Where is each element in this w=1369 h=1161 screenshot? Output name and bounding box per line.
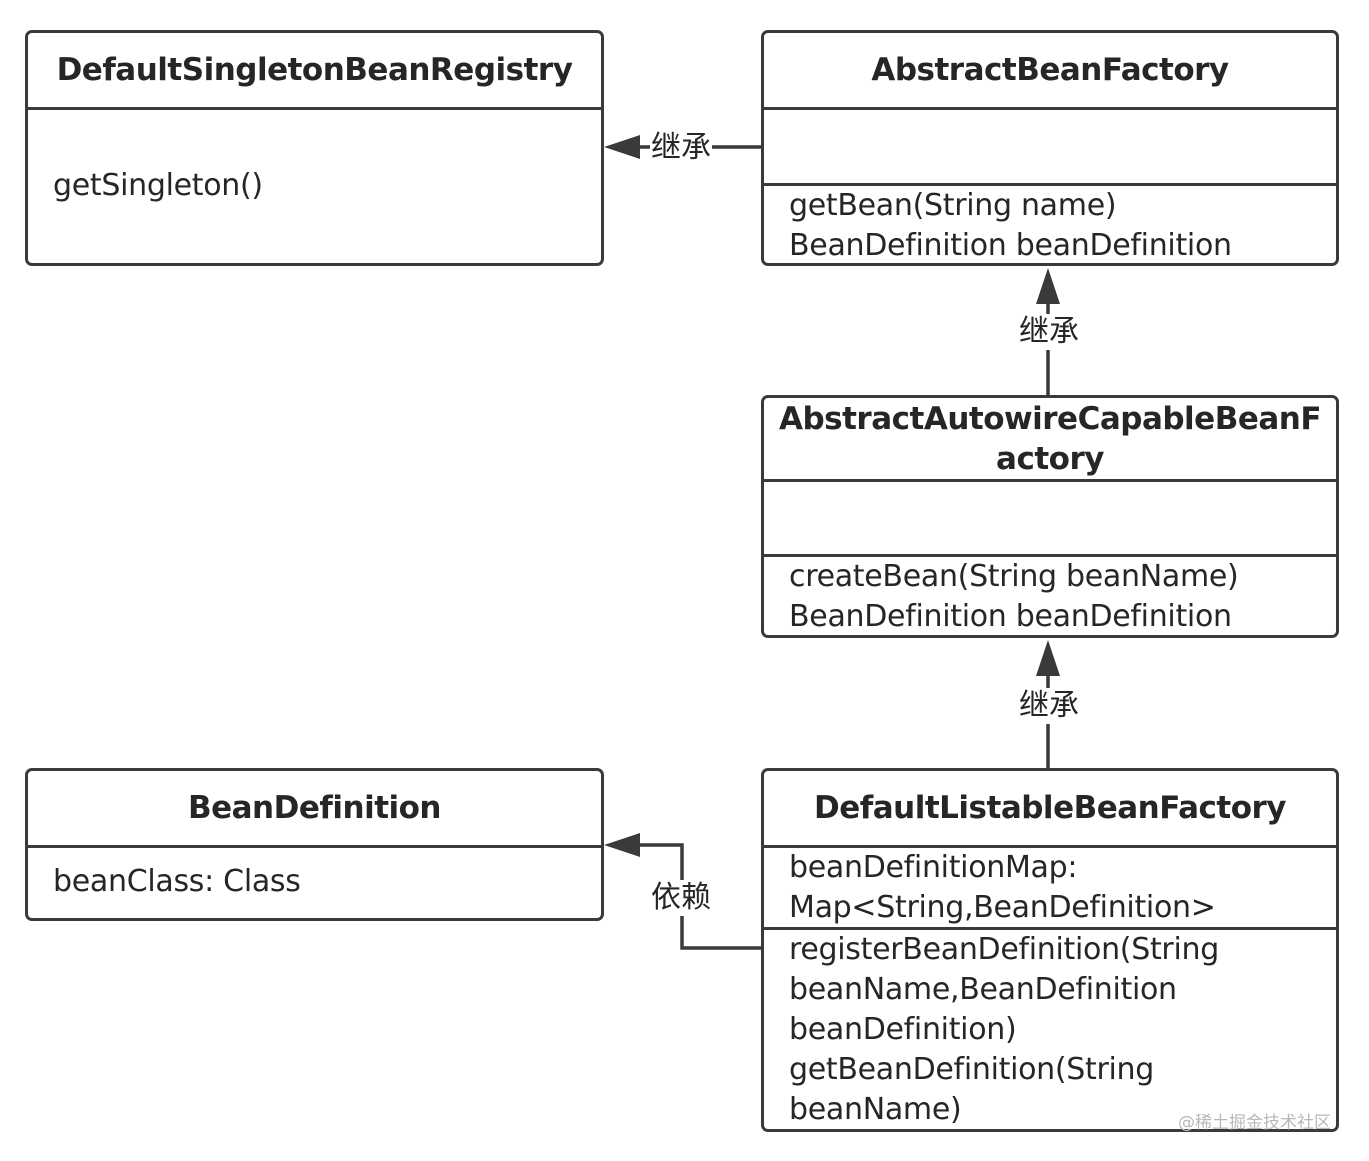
watermark: @稀土掘金技术社区 (1178, 1113, 1331, 1133)
method: createBean(String beanName) (789, 559, 1239, 594)
class-title: AbstractBeanFactory (764, 33, 1336, 110)
class-members: getSingleton() (28, 110, 601, 262)
method: beanName) (789, 1092, 962, 1127)
class-title: AbstractAutowireCapableBeanF actory (764, 398, 1336, 482)
class-attributes (764, 482, 1336, 557)
class-title: DefaultSingletonBeanRegistry (28, 33, 601, 110)
depend-arrow-1 (604, 833, 640, 857)
class-default-singleton-bean-registry: DefaultSingletonBeanRegistry getSingleto… (25, 30, 604, 266)
class-name: BeanDefinition (187, 790, 442, 826)
class-methods: getBean(String name) BeanDefinition bean… (764, 186, 1336, 263)
class-methods: registerBeanDefinition(String beanName,B… (764, 930, 1336, 1129)
class-name: DefaultSingletonBeanRegistry (56, 52, 573, 88)
method: getBeanDefinition(String (789, 1052, 1155, 1087)
method: beanName,BeanDefinition (789, 972, 1177, 1007)
class-name: AbstractBeanFactory (871, 52, 1229, 88)
class-title: DefaultListableBeanFactory (764, 771, 1336, 848)
class-name-line: actory (996, 440, 1104, 477)
class-default-listable-bean-factory: DefaultListableBeanFactory beanDefinitio… (761, 768, 1339, 1132)
method: beanDefinition) (789, 1012, 1017, 1047)
class-abstract-bean-factory: AbstractBeanFactory getBean(String name)… (761, 30, 1339, 266)
member: getSingleton() (53, 168, 263, 203)
class-methods: createBean(String beanName) BeanDefiniti… (764, 557, 1336, 634)
attribute: Map<String,BeanDefinition> (789, 890, 1216, 925)
inherit-label-3: 继承 (1018, 688, 1080, 724)
inherit-label-2: 继承 (1018, 314, 1080, 350)
inherit-arrow-3 (1036, 640, 1060, 676)
class-attributes (764, 110, 1336, 186)
method: getBean(String name) (789, 188, 1117, 223)
class-bean-definition: BeanDefinition beanClass: Class (25, 768, 604, 921)
class-name-line: AbstractAutowireCapableBeanF (778, 400, 1322, 437)
class-attributes: beanClass: Class (28, 848, 601, 918)
attribute: beanClass: Class (53, 864, 301, 899)
depend-label-1: 依赖 (650, 880, 712, 916)
inherit-arrow-1 (604, 135, 640, 159)
attribute: beanDefinitionMap: (789, 850, 1078, 885)
inherit-label-1: 继承 (650, 130, 712, 166)
method: registerBeanDefinition(String (789, 932, 1219, 967)
method: BeanDefinition beanDefinition (789, 599, 1232, 634)
class-attributes: beanDefinitionMap: Map<String,BeanDefini… (764, 848, 1336, 930)
class-name: DefaultListableBeanFactory (814, 790, 1287, 826)
class-title: BeanDefinition (28, 771, 601, 848)
class-abstract-autowire-capable-bean-factory: AbstractAutowireCapableBeanF actory crea… (761, 395, 1339, 638)
inherit-arrow-2 (1036, 268, 1060, 304)
method: BeanDefinition beanDefinition (789, 228, 1232, 263)
